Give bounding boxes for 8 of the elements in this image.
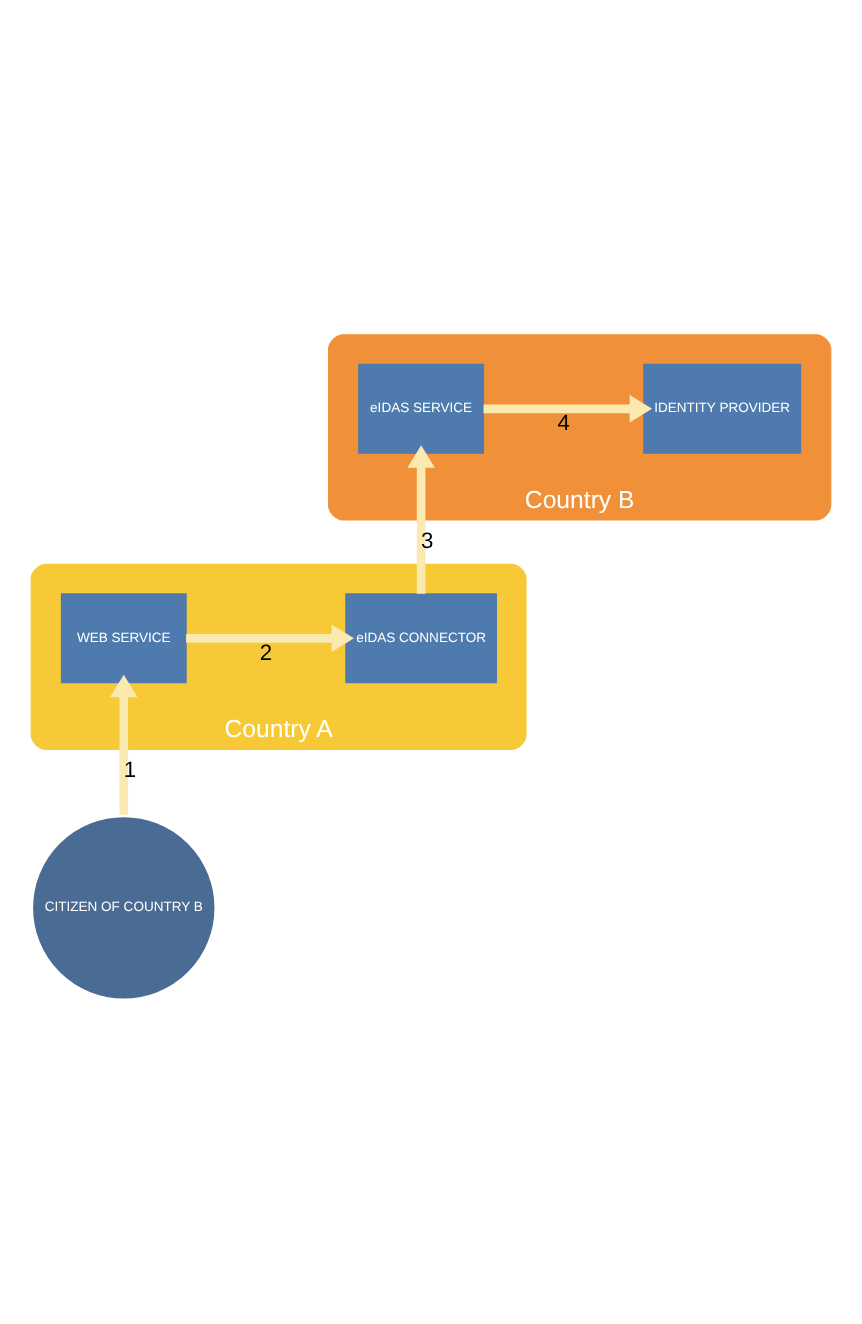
arrow	[186, 623, 354, 652]
arrow	[407, 444, 435, 593]
arrow	[110, 673, 138, 814]
edge-label: 4	[557, 411, 570, 436]
edge-label: 1	[123, 758, 137, 782]
arrow	[483, 394, 653, 422]
edge-label: 3	[421, 528, 434, 553]
edge-label: 2	[259, 640, 273, 665]
